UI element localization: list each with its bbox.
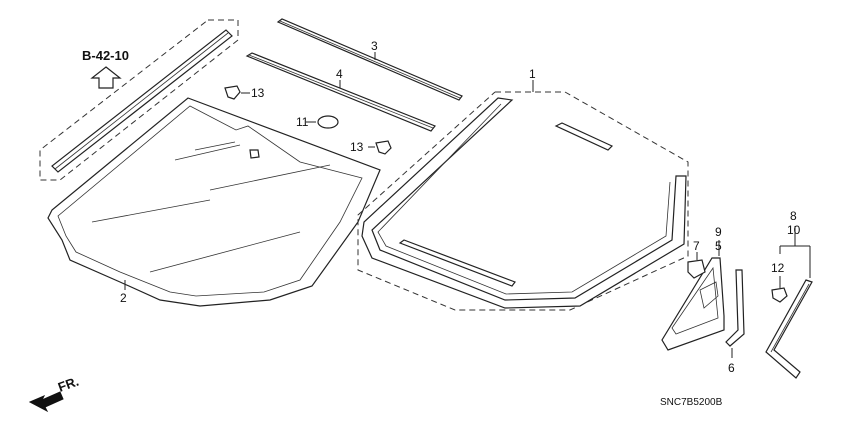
callout-8: 8: [790, 209, 797, 223]
part-4-molding: [245, 52, 436, 132]
callout-9: 9: [715, 225, 722, 239]
callout-11: 11: [296, 115, 309, 129]
callout-5: 5: [715, 239, 722, 253]
reference-arrow-group: B-42-10: [82, 48, 129, 89]
part-8-10-seal: [765, 226, 813, 379]
part-3-molding: [276, 18, 463, 101]
part-13-clip-upper: [224, 85, 250, 100]
reference-label: B-42-10: [82, 48, 129, 63]
callout-4: 4: [336, 67, 343, 81]
callout-7: 7: [693, 239, 700, 253]
callout-13-lower: 13: [350, 140, 364, 154]
upper-molding-group: [39, 19, 239, 181]
front-label: FR.: [56, 374, 81, 395]
part-1-rear-glass: [357, 80, 689, 311]
part-7-clip: [687, 252, 706, 279]
front-arrow-group: FR.: [28, 374, 81, 413]
callout-1: 1: [529, 67, 536, 81]
diagram-code: SNC7B5200B: [660, 397, 723, 408]
callout-12: 12: [771, 261, 785, 275]
part-2-windshield: [47, 97, 381, 307]
up-arrow-icon: [90, 66, 122, 89]
front-arrow-icon: [28, 391, 64, 413]
callout-2: 2: [120, 291, 127, 305]
callout-10: 10: [787, 223, 801, 237]
callout-6: 6: [728, 361, 735, 375]
part-6-molding: [725, 269, 745, 358]
part-12-clip: [771, 276, 788, 303]
part-13-clip-lower: [368, 140, 392, 155]
callout-3: 3: [371, 39, 378, 53]
callout-13-upper: 13: [251, 86, 265, 100]
part-11-oval: [306, 115, 339, 129]
part-5-9-quarter-glass: [661, 240, 725, 351]
